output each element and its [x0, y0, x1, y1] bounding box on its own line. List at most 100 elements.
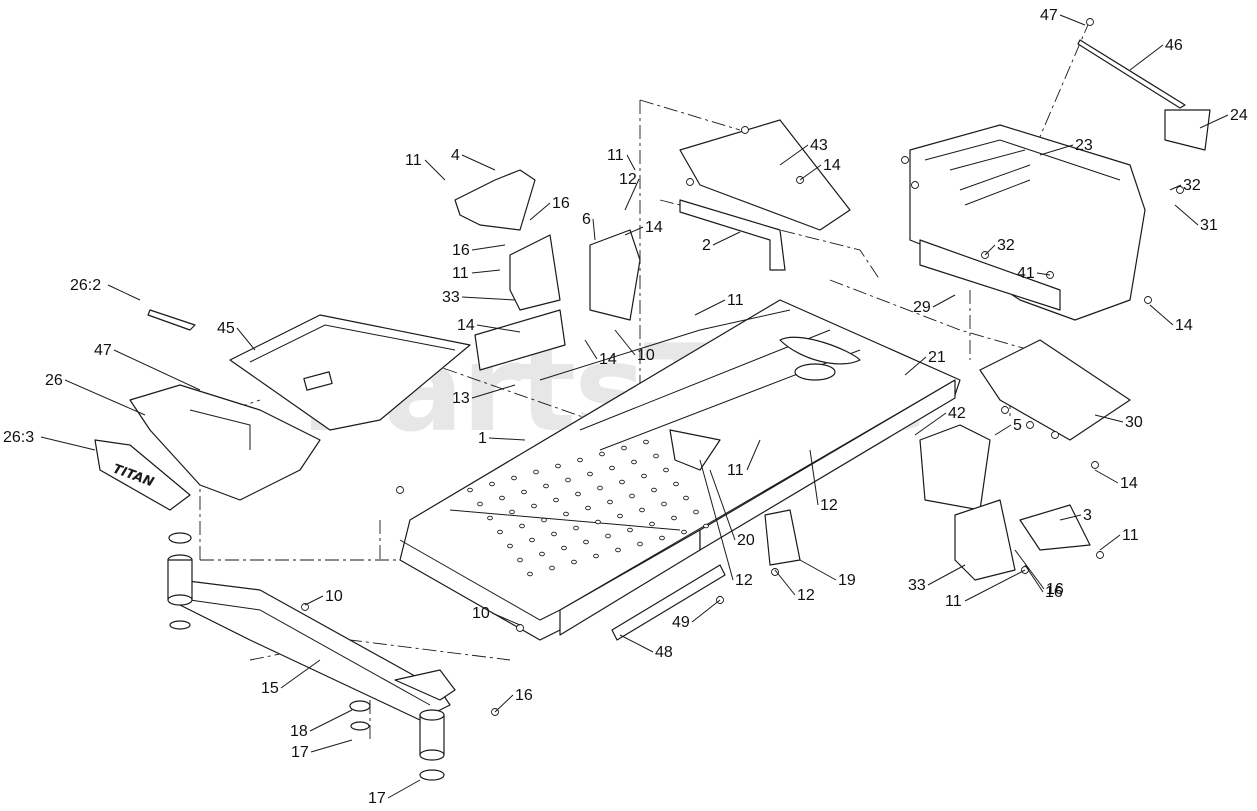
callout-c46: 46: [1165, 37, 1183, 54]
deck-hole: [575, 491, 581, 497]
callout-c12b: 12: [820, 497, 838, 514]
leader-c5: [994, 424, 1012, 436]
callout-c11a: 11: [405, 152, 422, 169]
deck-hole: [533, 469, 539, 475]
callout-c31: 31: [1200, 217, 1218, 234]
leader-c16e: [494, 694, 514, 713]
leader-c11d: [694, 299, 726, 316]
deck-hole: [631, 459, 637, 465]
callout-c26_3: 26:3: [3, 429, 34, 446]
deck-hole: [609, 465, 615, 471]
deck-hole: [703, 523, 709, 529]
callout-c47a: 47: [1040, 7, 1058, 24]
leader-c14d: [476, 324, 521, 333]
callout-c16b: 16: [452, 242, 470, 259]
deck-hole: [561, 545, 567, 551]
callout-c12c: 12: [735, 572, 753, 589]
callout-c11b: 11: [452, 265, 469, 282]
callout-c1: 1: [478, 430, 487, 447]
callout-c2: 2: [702, 237, 711, 254]
leader-c47b: [113, 349, 201, 391]
callout-c10a: 10: [637, 347, 655, 364]
leader-c10c: [491, 612, 521, 626]
callout-c42: 42: [948, 405, 966, 422]
leader-c14b: [799, 164, 822, 181]
deck-hole: [599, 451, 605, 457]
bolt: [1176, 186, 1184, 194]
callout-c16a: 16: [552, 195, 570, 212]
bolt: [516, 624, 524, 632]
callout-c33a: 33: [442, 289, 460, 306]
leader-c47a: [1059, 14, 1086, 26]
bolt: [396, 486, 404, 494]
leader-c14c: [1149, 304, 1174, 326]
callout-c45: 45: [217, 320, 235, 337]
leader-c32a: [1169, 184, 1182, 191]
deck-hole: [659, 535, 665, 541]
callout-c18: 18: [290, 723, 308, 740]
leader-c11g: [964, 569, 1026, 602]
deck-hole: [593, 553, 599, 559]
deck-hole: [497, 529, 503, 535]
leader-c13: [471, 384, 516, 399]
leader-c26: [64, 379, 146, 416]
leader-c2: [712, 231, 741, 246]
deck-hole: [499, 495, 505, 501]
callout-c4: 4: [451, 147, 460, 164]
bolt: [686, 178, 694, 186]
bolt: [741, 126, 749, 134]
callout-c11d: 11: [727, 292, 744, 309]
deck-hole: [651, 487, 657, 493]
callout-c41: 41: [1017, 265, 1035, 282]
deck-hole: [489, 481, 495, 487]
rear-skid: [979, 339, 1131, 441]
console: TITAN: [94, 309, 321, 511]
callout-c23: 23: [1075, 137, 1093, 154]
leader-c12a: [624, 178, 640, 211]
deck-hole: [563, 511, 569, 517]
leader-c11a: [424, 159, 446, 181]
deck-hole: [597, 485, 603, 491]
deck-hole: [509, 509, 515, 515]
floor-mat: [229, 314, 471, 431]
leader-c16d: [1024, 564, 1044, 593]
deck-hole: [595, 519, 601, 525]
bolt: [1091, 461, 1099, 469]
callout-c26: 26: [45, 372, 63, 389]
callout-c20: 20: [737, 532, 755, 549]
bolt: [1001, 406, 1009, 414]
deck-hole: [621, 445, 627, 451]
deck-hole: [587, 471, 593, 477]
deck-hole: [539, 551, 545, 557]
callout-c47b: 47: [94, 342, 112, 359]
deck-hole: [477, 501, 483, 507]
deck-hole: [521, 489, 527, 495]
callout-c16c: 16: [1046, 581, 1064, 598]
deck-hole: [529, 537, 535, 543]
callout-c16d: 16: [1045, 584, 1063, 601]
leader-c32b: [984, 244, 996, 256]
deck-hole: [663, 467, 669, 473]
callout-c26_2: 26:2: [70, 277, 101, 294]
leader-c14e: [584, 339, 598, 360]
deck-hole: [649, 521, 655, 527]
callout-c15: 15: [261, 680, 279, 697]
callout-c24: 24: [1230, 107, 1248, 124]
callout-c30: 30: [1125, 414, 1143, 431]
deck-hole: [517, 557, 523, 563]
leader-c11b: [471, 269, 501, 274]
leader-c17a: [310, 739, 353, 753]
deck-hole: [673, 481, 679, 487]
callout-c11f: 11: [1122, 527, 1139, 544]
deck-hole: [543, 483, 549, 489]
deck-hole: [583, 539, 589, 545]
deck-hole: [639, 507, 645, 513]
leader-c16b: [471, 244, 506, 251]
bolt: [1026, 421, 1034, 429]
callout-c43: 43: [810, 137, 828, 154]
leader-c30: [1094, 414, 1124, 423]
callout-c13: 13: [452, 390, 470, 407]
leader-c49: [691, 599, 721, 623]
deck-hole: [693, 509, 699, 515]
leader-c20: [709, 469, 736, 541]
